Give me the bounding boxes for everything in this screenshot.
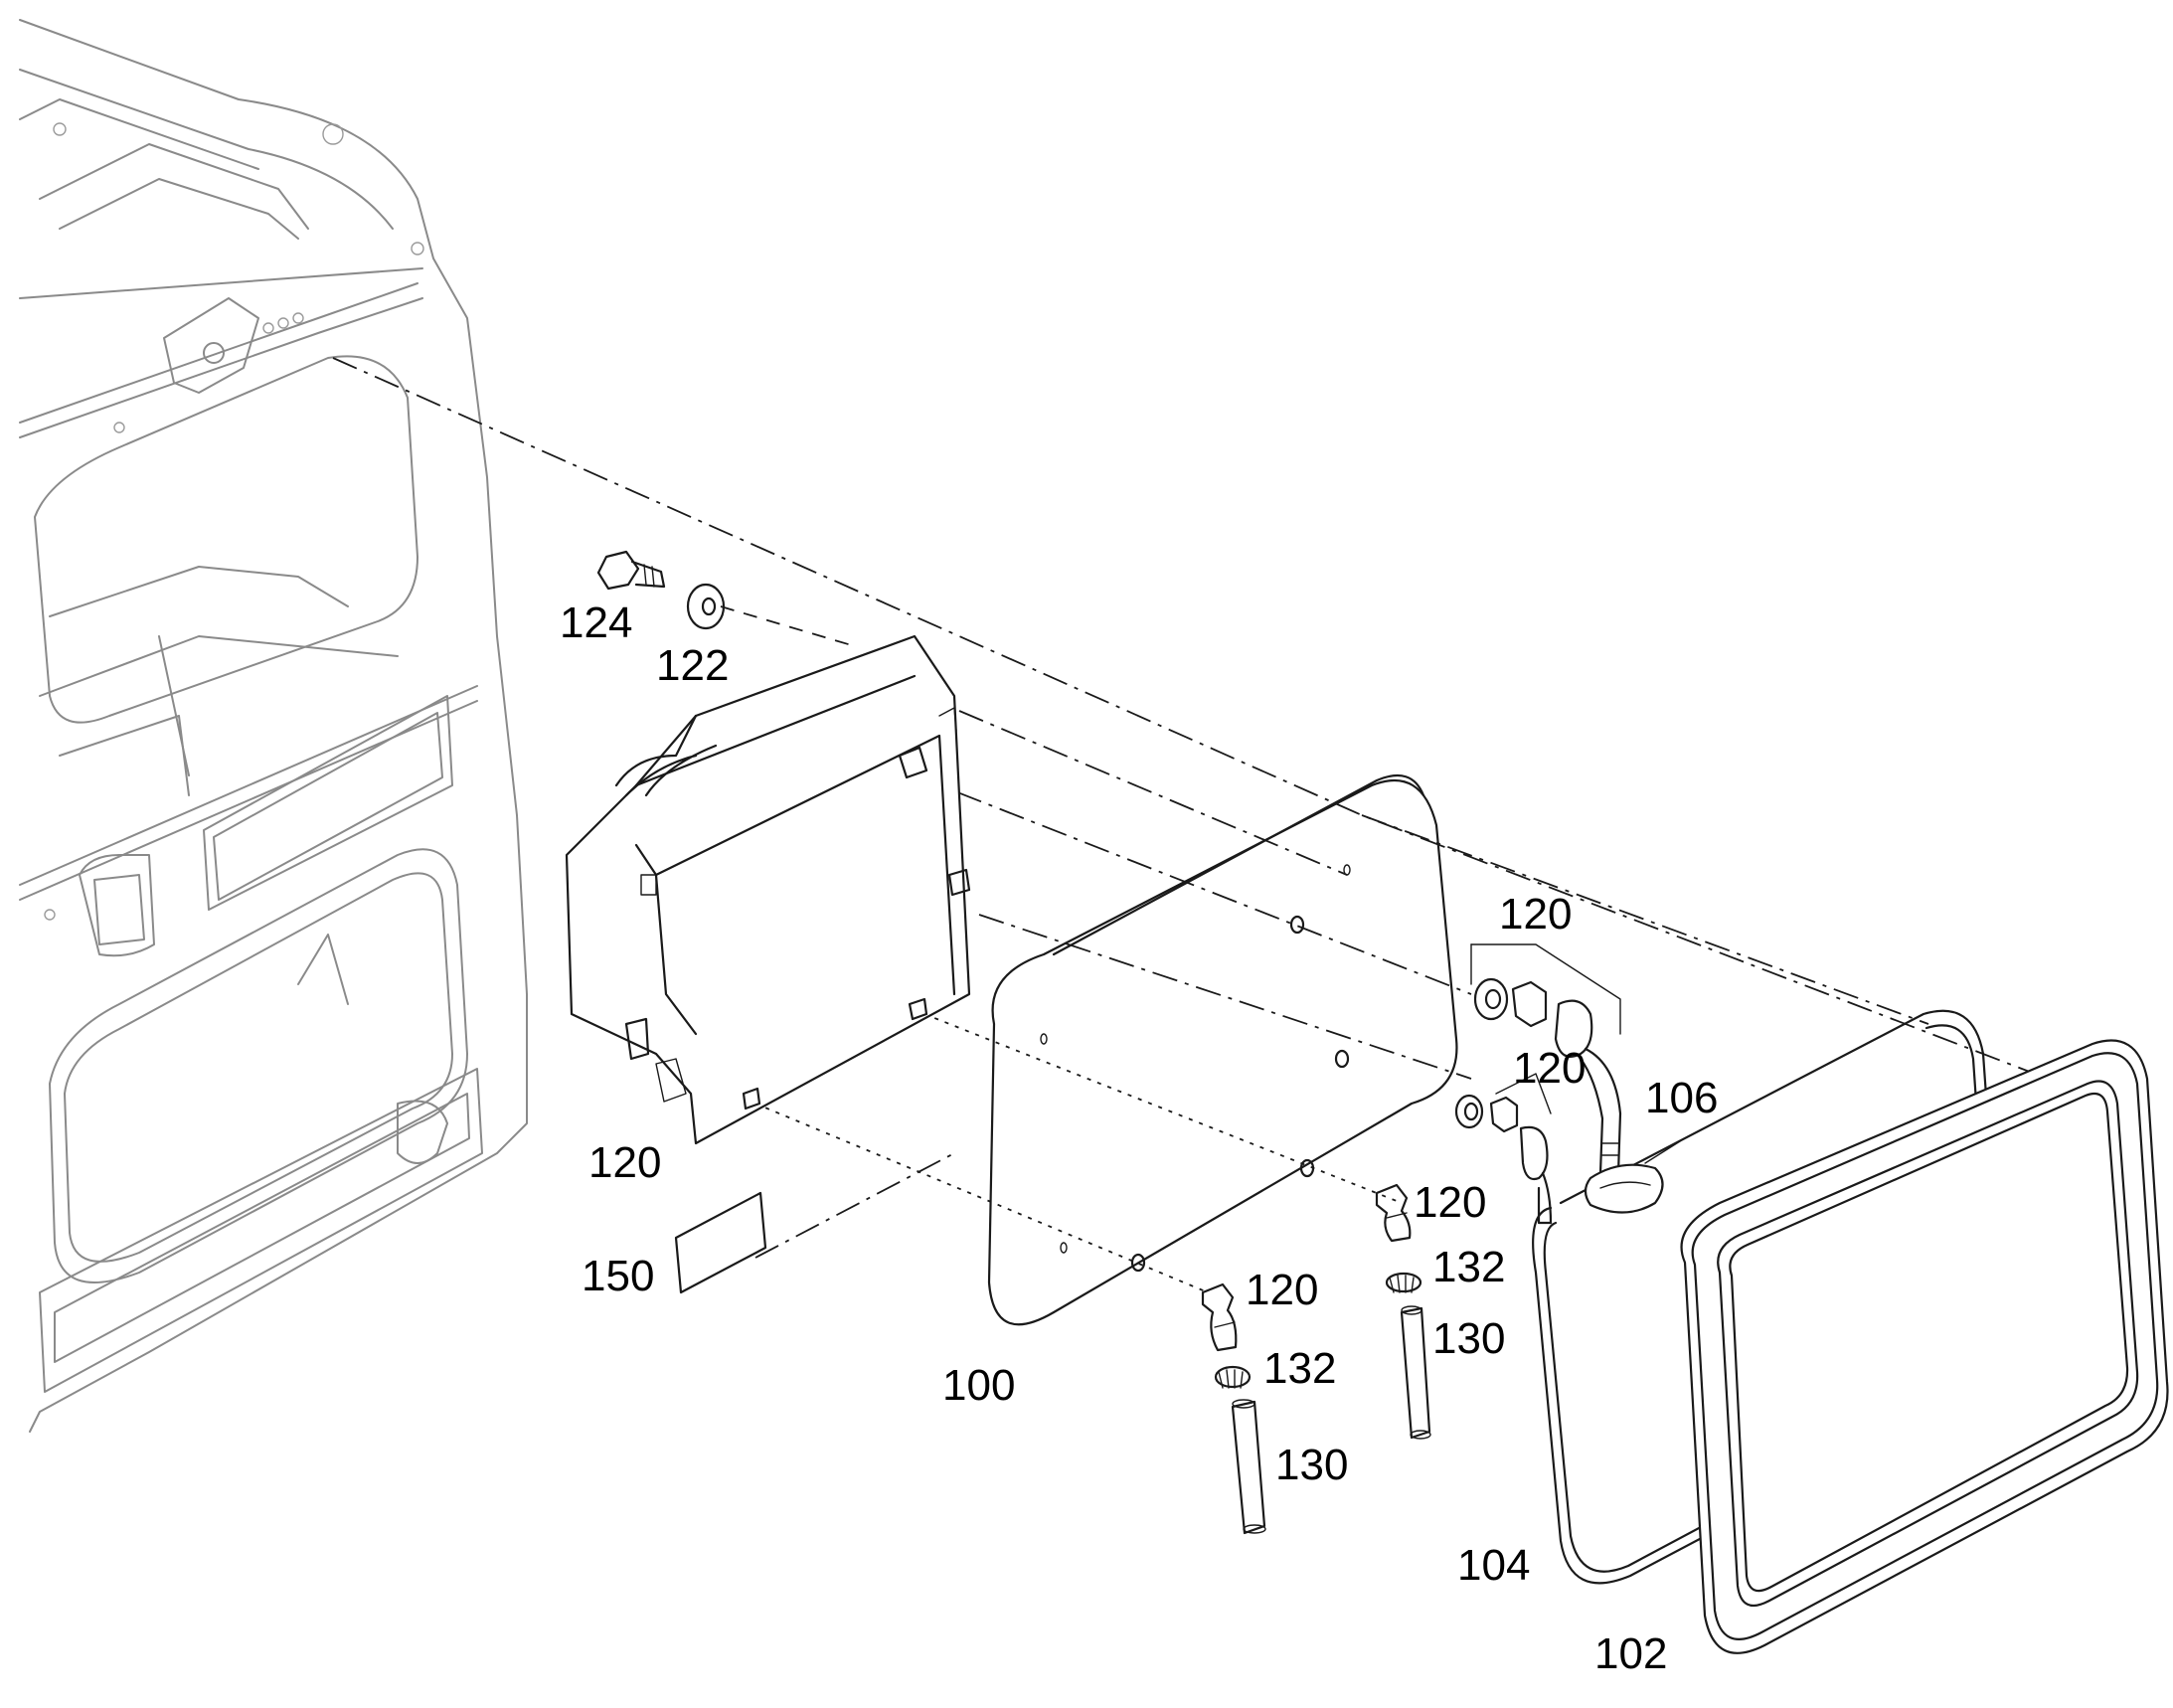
part-130-tube-right (1400, 1305, 1431, 1440)
part-124-bolt (596, 550, 666, 591)
part-100-cover-plate (987, 773, 1458, 1326)
part-120-fitting-group-middle (1454, 1073, 1553, 1225)
callout-122: 122 (656, 641, 730, 690)
callout-120-elbow-right: 120 (1414, 1178, 1487, 1227)
part-120-elbow-right (1375, 1183, 1412, 1243)
part-106-clip (1584, 1140, 1681, 1214)
callout-130-right: 130 (1432, 1314, 1506, 1363)
part-150-label (674, 1191, 767, 1294)
part-130-tube-left (1231, 1399, 1266, 1535)
callout-104: 104 (1457, 1541, 1531, 1590)
callout-102: 102 (1594, 1629, 1668, 1678)
part-102-frame (1680, 1039, 2169, 1654)
callout-120-group-top: 120 (1499, 890, 1573, 939)
callout-100: 100 (942, 1361, 1016, 1410)
callout-120-group-middle: 120 (1513, 1044, 1587, 1093)
callout-124: 124 (560, 598, 633, 647)
callout-132-left: 132 (1263, 1344, 1337, 1393)
cab-body (19, 19, 528, 1433)
part-120-elbow-left (1201, 1282, 1238, 1352)
part-132-clamp-left (1214, 1365, 1252, 1389)
callout-130-left: 130 (1275, 1441, 1349, 1489)
callout-106: 106 (1645, 1074, 1719, 1122)
callout-150: 150 (582, 1252, 655, 1300)
callout-120-elbow-left: 120 (1246, 1266, 1319, 1314)
part-122-washer (686, 583, 726, 630)
part-120-heater-unit (565, 634, 971, 1145)
callout-132-right: 132 (1432, 1243, 1506, 1291)
part-132-clamp-right (1385, 1272, 1422, 1293)
callout-120-heater: 120 (588, 1138, 662, 1187)
